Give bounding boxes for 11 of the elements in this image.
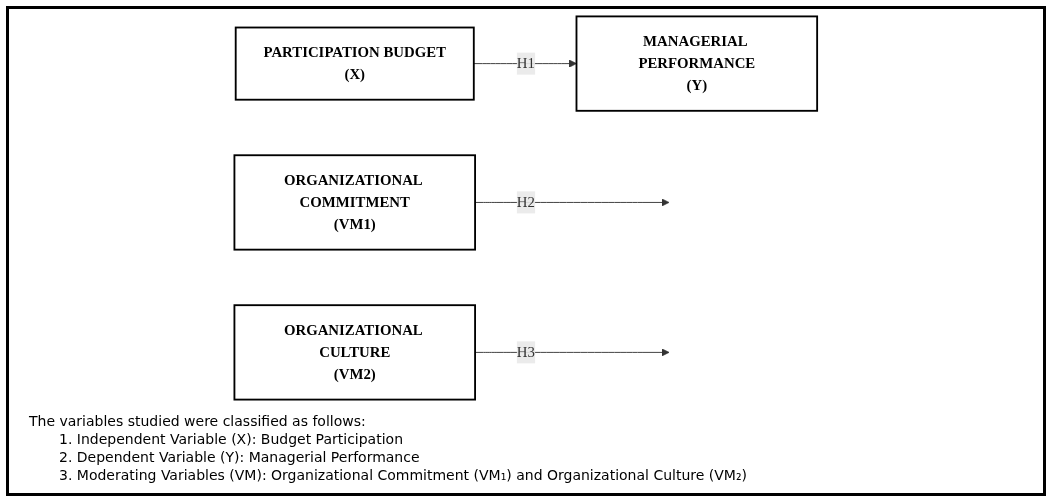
list-item: 1. Independent Variable (X): Budget Participation xyxy=(58,431,404,447)
edge-label: H2 xyxy=(516,194,536,210)
node-box: PARTICIPATION BUDGET (X) xyxy=(235,26,475,101)
node-box: ORGANIZATIONAL COMMITMENT (VM1) xyxy=(233,154,477,251)
edge-label: H1 xyxy=(516,55,536,72)
list-item: 2. Dependent Variable (Y): Managerial Performance xyxy=(58,449,421,465)
list-item: 3. Moderating Variables (VM): Organizational Commitment (VM₁) and Organizational Culture (VM₂) xyxy=(58,467,748,483)
note-text: The variables studied were classified as follows: xyxy=(29,413,367,429)
node-box: ORGANIZATIONAL CULTURE (VM2) xyxy=(233,304,477,401)
node-box: MANAGERIAL PERFORMANCE (Y) xyxy=(575,15,819,112)
edge-label: H3 xyxy=(516,344,536,360)
